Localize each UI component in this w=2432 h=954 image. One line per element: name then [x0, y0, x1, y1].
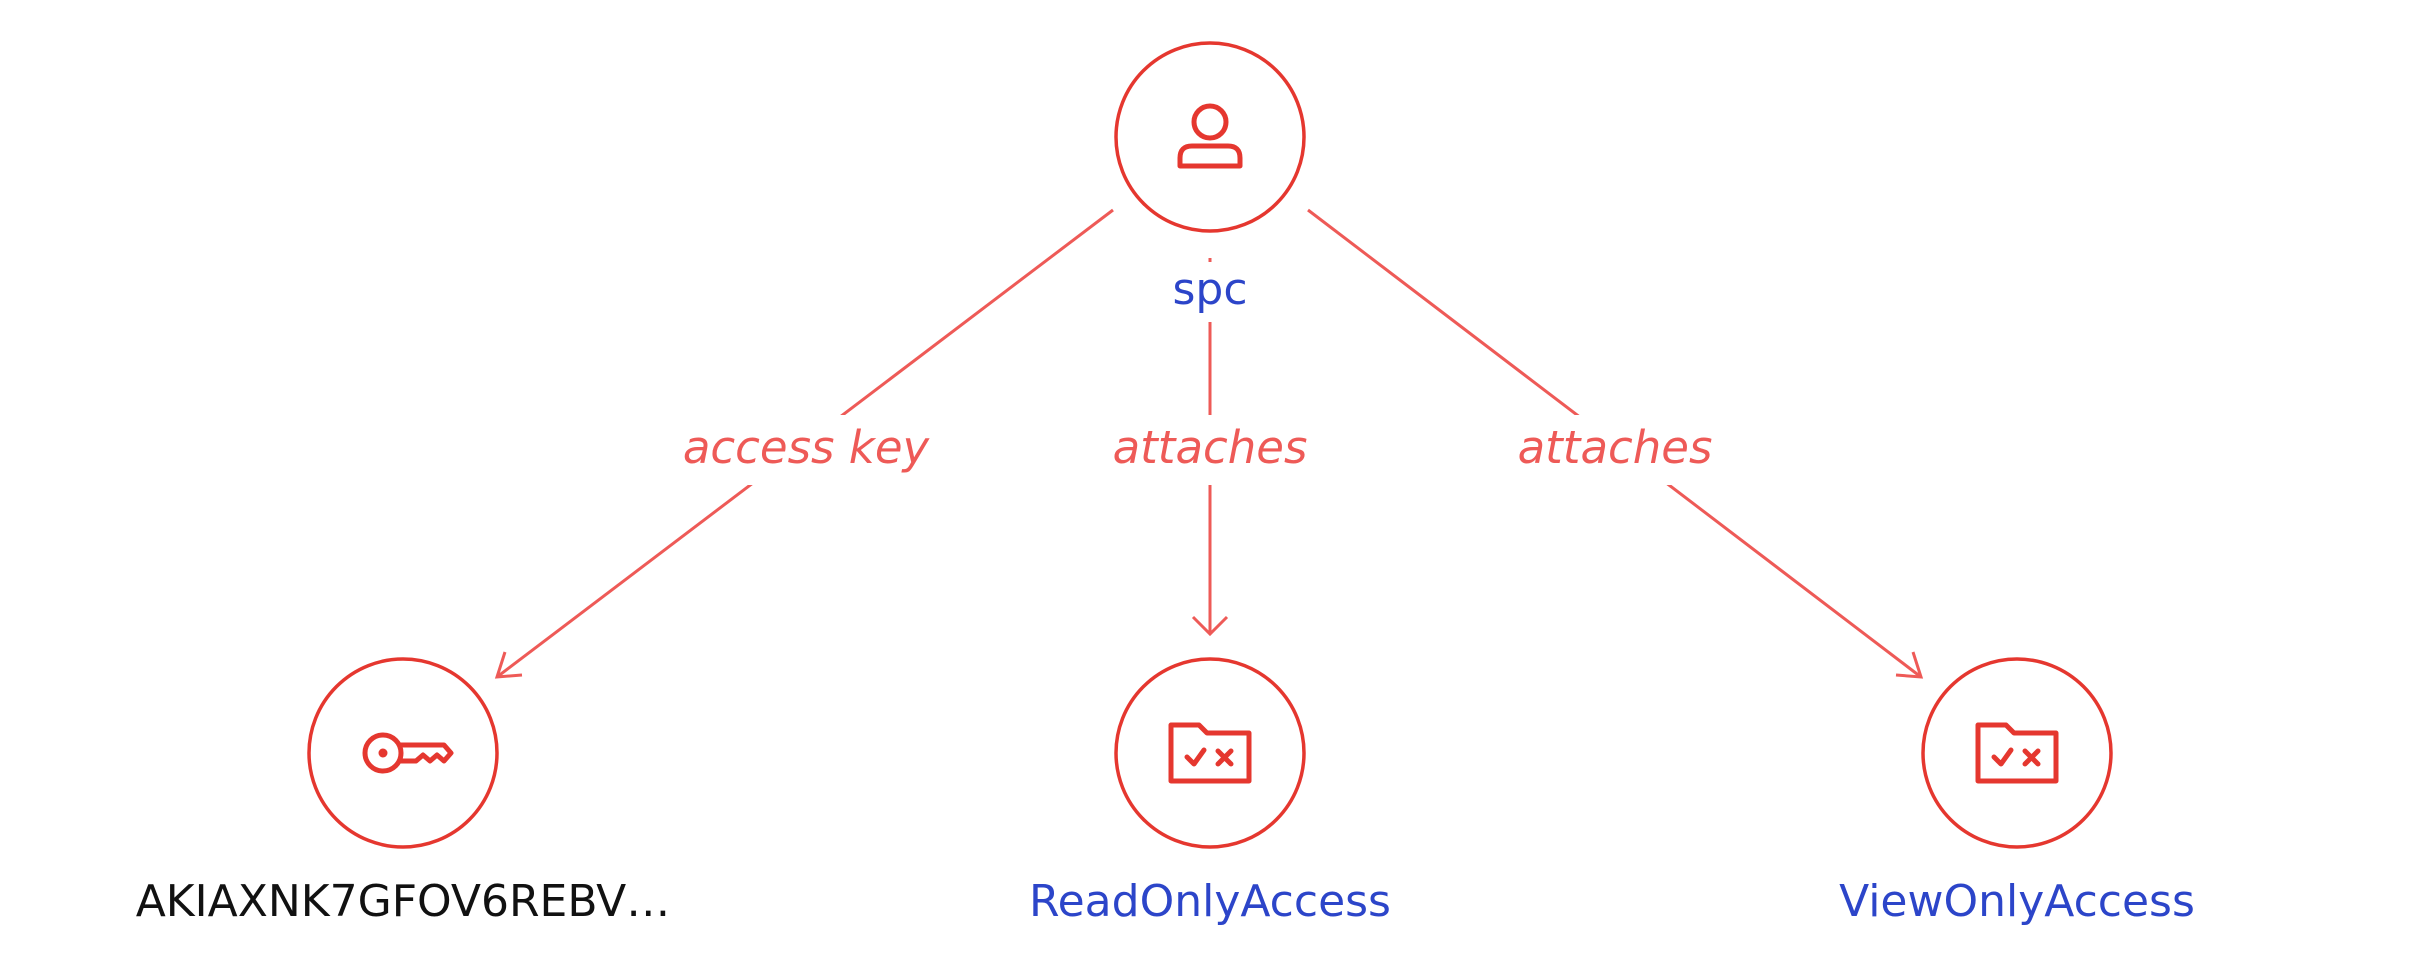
key-icon: [362, 732, 454, 774]
node-user[interactable]: spc: [1114, 41, 1306, 322]
node-viewonly-access[interactable]: ViewOnlyAccess: [1839, 657, 2195, 927]
edge-label-attaches-view: attaches: [1505, 415, 1725, 485]
node-viewonly-access-label[interactable]: ViewOnlyAccess: [1839, 876, 2195, 927]
node-viewonly-access-circle[interactable]: [1921, 657, 2113, 849]
edge-label-attaches-read: attaches: [1100, 415, 1320, 485]
edge-label-attaches-read-text: attaches: [1113, 421, 1308, 474]
edge-label-attaches-view-text: attaches: [1518, 421, 1713, 474]
node-access-key[interactable]: AKIAXNK7GFOV6REBV…: [136, 657, 671, 927]
node-readonly-access[interactable]: ReadOnlyAccess: [1029, 657, 1391, 927]
node-readonly-access-circle[interactable]: [1114, 657, 1306, 849]
edge-label-access-key: access key: [670, 415, 940, 485]
policy-folder-icon: [1168, 722, 1252, 784]
node-readonly-access-label[interactable]: ReadOnlyAccess: [1029, 876, 1391, 927]
policy-folder-icon: [1975, 722, 2059, 784]
user-icon: [1177, 103, 1243, 169]
node-access-key-label: AKIAXNK7GFOV6REBV…: [136, 876, 671, 927]
node-user-label[interactable]: spc: [1172, 264, 1247, 315]
edge-label-access-key-text: access key: [683, 421, 931, 474]
